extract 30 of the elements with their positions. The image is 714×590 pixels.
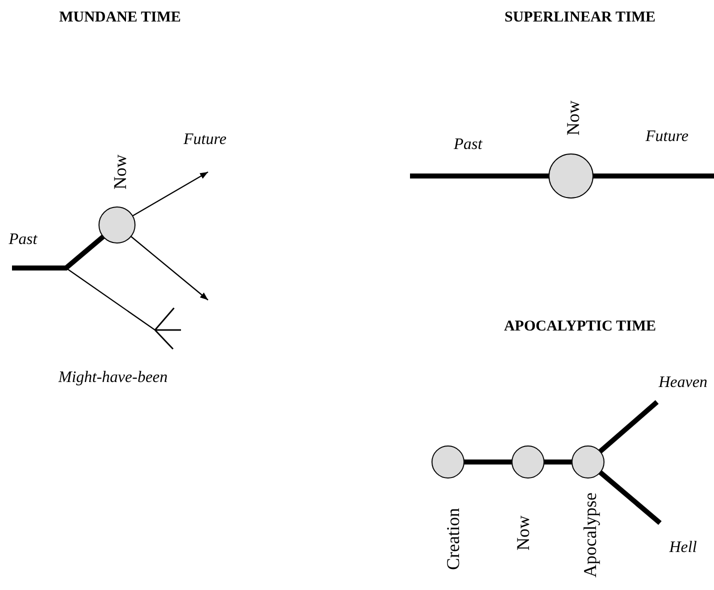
time-label: Future — [184, 132, 226, 148]
arrow — [130, 236, 208, 300]
time-label: Hell — [669, 540, 697, 556]
time-point-circle — [98, 206, 136, 244]
timeline-line — [544, 460, 572, 464]
timeline-line — [464, 460, 512, 464]
timeline-line — [410, 174, 549, 178]
diagram-heading: APOCALYPTIC TIME — [504, 320, 656, 334]
time-point-circle — [572, 446, 604, 478]
point-label: Apocalypse — [581, 492, 599, 578]
arrow — [132, 171, 208, 216]
timeline-line — [598, 400, 659, 454]
time-label: Future — [646, 129, 688, 145]
diagram-heading: MUNDANE TIME — [59, 10, 181, 26]
point-label: Creation — [444, 508, 462, 570]
time-point-circle — [548, 154, 594, 198]
time-label: Heaven — [658, 375, 708, 391]
point-label: Now — [514, 516, 532, 550]
point-label: Now — [564, 100, 582, 136]
time-label: Past — [8, 232, 38, 248]
time-point-circle — [432, 446, 464, 478]
time-label: Past — [454, 137, 482, 153]
timeline-line — [66, 268, 156, 330]
timeline-line — [12, 234, 105, 270]
point-label: Now — [111, 154, 129, 190]
timeline-line — [598, 470, 662, 525]
time-point-circle — [512, 446, 544, 478]
fork-symbol — [154, 307, 182, 350]
diagram-heading: SUPERLINEAR TIME — [504, 10, 656, 26]
timeline-line — [593, 174, 714, 178]
